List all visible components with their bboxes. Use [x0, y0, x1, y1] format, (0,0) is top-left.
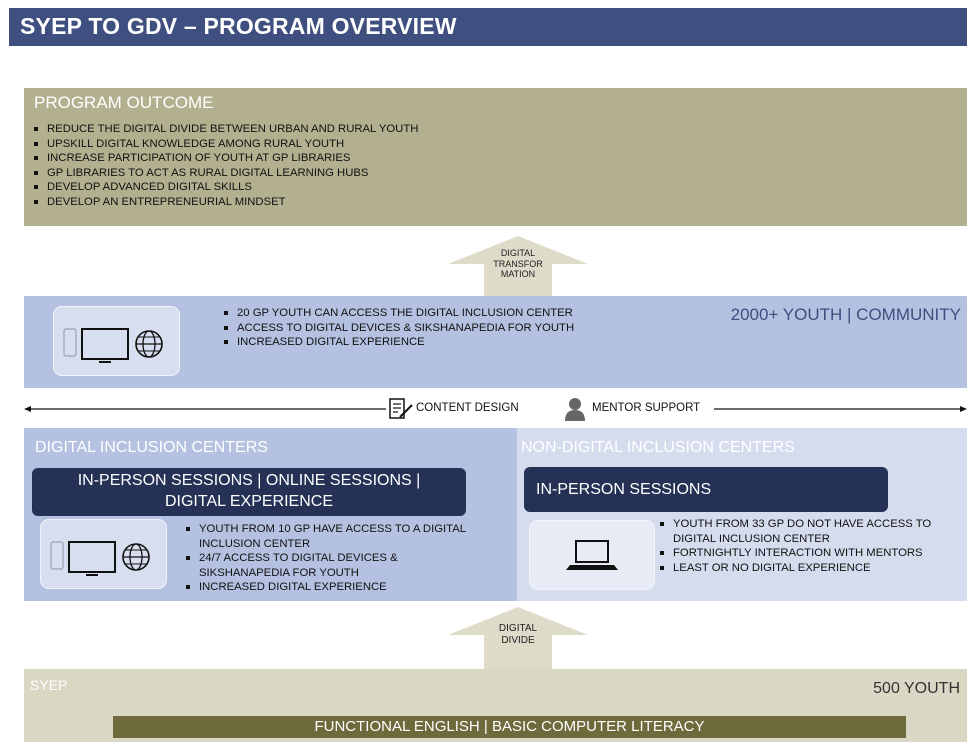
ndic-item: LEAST OR NO DIGITAL EXPERIENCE — [656, 561, 956, 576]
ndic-sessions-pill: IN-PERSON SESSIONS — [524, 467, 888, 512]
arrow-label: DIGITAL TRANSFOR MATION — [493, 248, 543, 279]
outcome-item: REDUCE THE DIGITAL DIVIDE BETWEEN URBAN … — [30, 122, 418, 137]
arrow-head — [448, 236, 588, 264]
mentor-support-label: MENTOR SUPPORT — [592, 402, 701, 414]
outcome-item: INCREASE PARTICIPATION OF YOUTH AT GP LI… — [30, 151, 418, 166]
ndic-item: YOUTH FROM 33 GP DO NOT HAVE ACCESS TO D… — [656, 517, 956, 546]
digital-inclusion-centers-panel: DIGITAL INCLUSION CENTERS IN-PERSON SESS… — [24, 428, 517, 601]
community-youth-label: 2000+ YOUTH | COMMUNITY — [730, 305, 961, 324]
community-item: 20 GP YOUTH CAN ACCESS THE DIGITAL INCLU… — [220, 306, 580, 321]
outcome-item: DEVELOP AN ENTREPRENEURIAL MINDSET — [30, 195, 418, 210]
syep-label: SYEP — [30, 677, 68, 693]
community-panel: 20 GP YOUTH CAN ACCESS THE DIGITAL INCLU… — [24, 296, 967, 388]
content-design-icon — [389, 398, 413, 419]
outcome-item: GP LIBRARIES TO ACT AS RURAL DIGITAL LEA… — [30, 166, 418, 181]
laptop-illustration — [529, 520, 655, 590]
mentor-icon — [565, 398, 585, 421]
arrow-label: DIGITAL DIVIDE — [498, 623, 538, 646]
syep-youth-label: 500 YOUTH — [873, 680, 960, 697]
non-digital-inclusion-centers-panel: NON-DIGITAL INCLUSION CENTERS IN-PERSON … — [517, 428, 967, 601]
dic-devices-illustration — [40, 519, 167, 589]
program-outcome-heading: PROGRAM OUTCOME — [34, 93, 214, 112]
ndic-list: YOUTH FROM 33 GP DO NOT HAVE ACCESS TO D… — [656, 517, 956, 575]
digital-transformation-arrow: DIGITAL TRANSFOR MATION — [448, 236, 588, 296]
digital-divide-arrow: DIGITAL DIVIDE — [448, 607, 588, 669]
program-outcome-list: REDUCE THE DIGITAL DIVIDE BETWEEN URBAN … — [30, 122, 418, 209]
syep-panel: SYEP 500 YOUTH FUNCTIONAL ENGLISH | BASI… — [24, 669, 967, 742]
devices-icon — [50, 541, 150, 576]
content-design-label: CONTENT DESIGN — [416, 402, 519, 414]
ndic-item: FORTNIGHTLY INTERACTION WITH MENTORS — [656, 546, 956, 561]
dic-list: YOUTH FROM 10 GP HAVE ACCESS TO A DIGITA… — [182, 522, 487, 595]
community-list: 20 GP YOUTH CAN ACCESS THE DIGITAL INCLU… — [220, 306, 580, 350]
ndic-heading: NON-DIGITAL INCLUSION CENTERS — [521, 439, 795, 456]
outcome-item: DEVELOP ADVANCED DIGITAL SKILLS — [30, 180, 418, 195]
arrow-shaft — [484, 264, 552, 296]
laptop-icon — [566, 540, 618, 570]
program-outcome-panel: PROGRAM OUTCOME REDUCE THE DIGITAL DIVID… — [24, 88, 967, 226]
devices-illustration — [53, 306, 180, 376]
dic-item: INCREASED DIGITAL EXPERIENCE — [182, 580, 487, 595]
dic-item: YOUTH FROM 10 GP HAVE ACCESS TO A DIGITA… — [182, 522, 487, 551]
arrow-shaft — [484, 635, 552, 669]
double-arrow-line — [24, 406, 967, 412]
community-item: INCREASED DIGITAL EXPERIENCE — [220, 335, 580, 350]
support-line: CONTENT DESIGN MENTOR SUPPORT — [24, 397, 967, 421]
title-bar: SYEP TO GDV – PROGRAM OVERVIEW — [9, 8, 967, 46]
dic-heading: DIGITAL INCLUSION CENTERS — [35, 439, 268, 456]
outcome-item: UPSKILL DIGITAL KNOWLEDGE AMONG RURAL YO… — [30, 137, 418, 152]
syep-curriculum-bar: FUNCTIONAL ENGLISH | BASIC COMPUTER LITE… — [113, 716, 906, 738]
dic-sessions-pill: IN-PERSON SESSIONS | ONLINE SESSIONS | D… — [32, 468, 466, 516]
arrow-head — [448, 607, 588, 635]
dic-item: 24/7 ACCESS TO DIGITAL DEVICES & SIKSHAN… — [182, 551, 487, 580]
devices-icon — [63, 328, 163, 363]
community-item: ACCESS TO DIGITAL DEVICES & SIKSHANAPEDI… — [220, 321, 580, 336]
page-title: SYEP TO GDV – PROGRAM OVERVIEW — [20, 13, 457, 39]
